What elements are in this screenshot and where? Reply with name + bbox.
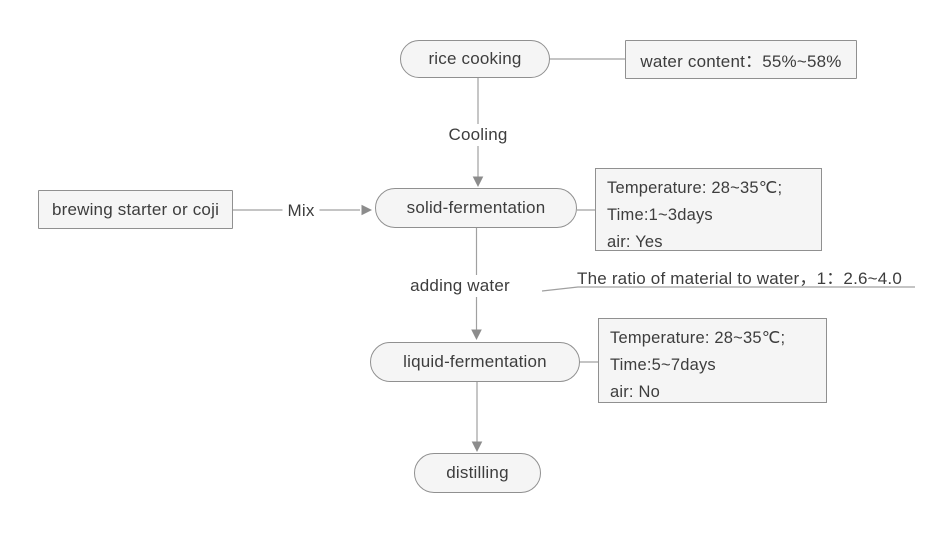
annotation-line: Temperature: 28~35℃; xyxy=(610,329,786,347)
edge-label-adding-water: adding water xyxy=(405,275,515,297)
annotation-line: Temperature: 28~35℃; xyxy=(607,179,783,197)
annotation-line: air: No xyxy=(610,383,660,401)
edge-label-mix: Mix xyxy=(282,200,320,222)
arrowhead-down-liquid xyxy=(471,329,482,340)
node-liquid-fermentation: liquid-fermentation xyxy=(370,342,580,382)
node-solid-fermentation: solid-fermentation xyxy=(375,188,577,228)
leader-ratio-note xyxy=(541,286,915,292)
arrowhead-down-distilling xyxy=(471,441,483,452)
annotation-line: Time:5~7days xyxy=(610,356,716,374)
node-distilling: distilling xyxy=(414,453,541,493)
ratio-note-text: The ratio of material to water，1：2.6~4.0 xyxy=(577,269,903,288)
annotation-liquid-conditions: Temperature: 28~35℃; Time:5~7days air: N… xyxy=(598,318,827,403)
annotation-line: air: Yes xyxy=(607,233,663,251)
node-rice-cooking: rice cooking xyxy=(400,40,550,78)
arrowhead-right-solid xyxy=(361,204,372,216)
arrowhead-down-solid xyxy=(472,176,484,187)
annotation-water-content: water content：55%~58% xyxy=(625,40,857,79)
node-brewing-starter: brewing starter or coji xyxy=(38,190,233,229)
annotation-line: Time:1~3days xyxy=(607,206,713,224)
annotation-solid-conditions: Temperature: 28~35℃; Time:1~3days air: Y… xyxy=(595,168,822,251)
edge-label-cooling: Cooling xyxy=(443,124,513,146)
